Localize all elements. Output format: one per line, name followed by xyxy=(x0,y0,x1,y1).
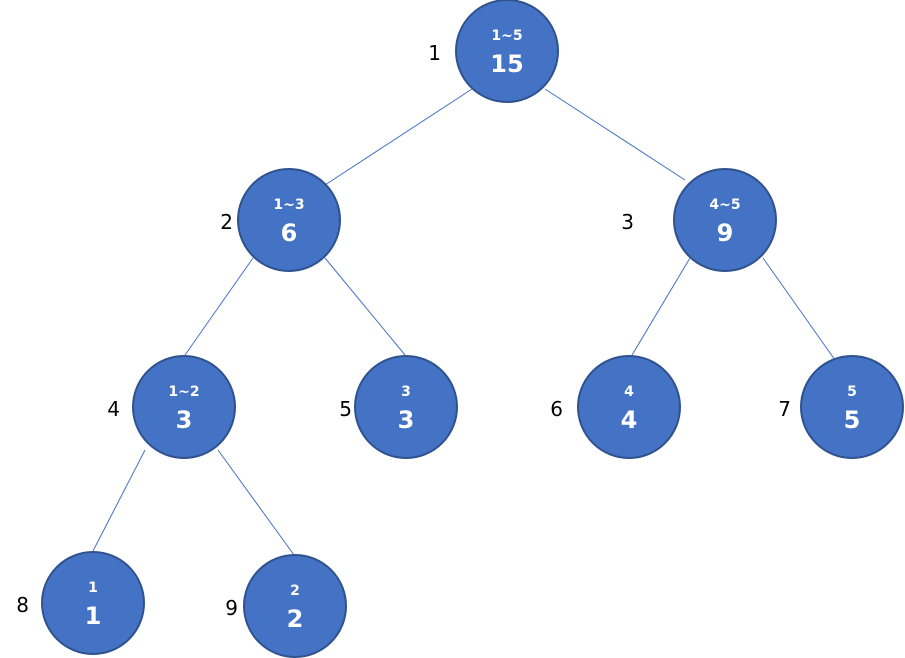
tree-node-6: 4 4 6 xyxy=(550,355,681,459)
tree-node-1: 1~5 15 1 xyxy=(428,0,559,103)
edge-2-4 xyxy=(184,257,254,356)
node-sum-value: 1 xyxy=(85,602,102,630)
node-circle xyxy=(243,554,347,658)
tree-node-3: 4~5 9 3 xyxy=(621,168,777,272)
node-index-label: 2 xyxy=(220,210,233,234)
node-sum-value: 6 xyxy=(281,219,298,247)
edge-4-8 xyxy=(92,449,146,552)
node-circle xyxy=(132,355,236,459)
node-circle xyxy=(455,0,559,103)
node-index-label: 8 xyxy=(16,593,29,617)
node-index-label: 4 xyxy=(107,397,120,421)
tree-node-7: 5 5 7 xyxy=(778,355,904,459)
tree-node-9: 2 2 9 xyxy=(225,554,347,658)
nodes-layer: 1~5 15 1 1~3 6 2 4~5 9 3 1~2 3 4 3 3 5 4 4 6 5 5 7 1 1 8 2 2 9 xyxy=(16,0,904,658)
tree-node-5: 3 3 5 xyxy=(339,355,458,459)
edge-1-2 xyxy=(324,88,473,186)
node-index-label: 3 xyxy=(621,210,634,234)
node-range-label: 1 xyxy=(88,580,98,596)
edges-layer xyxy=(92,88,836,556)
node-sum-value: 2 xyxy=(287,605,304,633)
node-sum-value: 3 xyxy=(398,406,415,434)
tree-node-2: 1~3 6 2 xyxy=(220,168,341,272)
node-sum-value: 15 xyxy=(490,50,523,78)
node-range-label: 1~2 xyxy=(168,384,199,400)
node-sum-value: 5 xyxy=(844,406,861,434)
node-index-label: 5 xyxy=(339,397,352,421)
node-index-label: 1 xyxy=(428,41,441,65)
node-range-label: 1~3 xyxy=(273,197,304,213)
edge-4-9 xyxy=(217,449,295,556)
node-circle xyxy=(237,168,341,272)
edge-3-6 xyxy=(631,257,691,356)
node-range-label: 5 xyxy=(847,384,857,400)
edge-3-7 xyxy=(762,257,836,361)
node-sum-value: 3 xyxy=(176,406,193,434)
node-range-label: 4 xyxy=(624,384,634,400)
node-range-label: 3 xyxy=(401,384,411,400)
node-circle xyxy=(673,168,777,272)
node-range-label: 1~5 xyxy=(491,28,522,44)
node-circle xyxy=(577,355,681,459)
node-index-label: 9 xyxy=(225,596,238,620)
node-circle xyxy=(800,355,904,459)
node-range-label: 4~5 xyxy=(709,197,740,213)
tree-node-8: 1 1 8 xyxy=(16,551,145,655)
node-sum-value: 4 xyxy=(621,406,638,434)
edge-2-5 xyxy=(324,257,406,356)
node-circle xyxy=(41,551,145,655)
edge-1-3 xyxy=(544,88,686,181)
node-range-label: 2 xyxy=(290,583,300,599)
tree-node-4: 1~2 3 4 xyxy=(107,355,236,459)
node-index-label: 6 xyxy=(550,397,563,421)
node-circle xyxy=(354,355,458,459)
node-sum-value: 9 xyxy=(717,219,734,247)
node-index-label: 7 xyxy=(778,397,791,421)
